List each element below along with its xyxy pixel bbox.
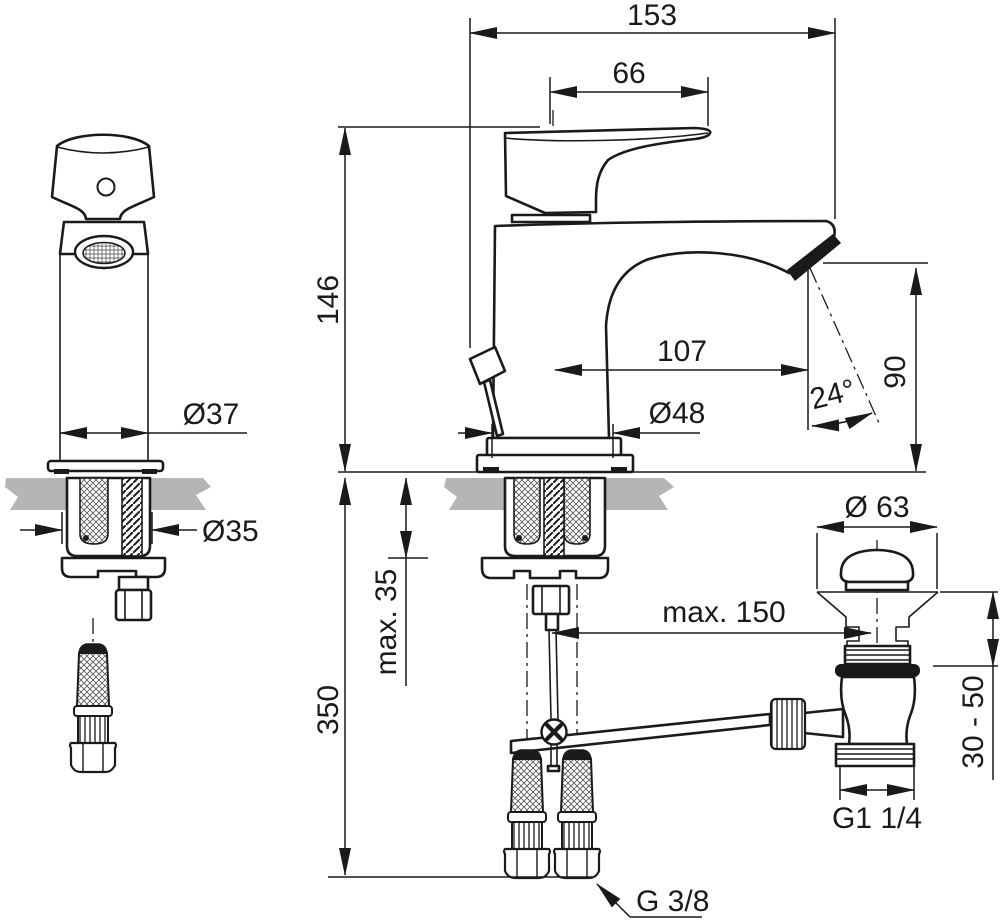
mounting-plate-side (480, 556, 610, 580)
shank-threaded-rod-front (121, 477, 143, 557)
handle-front-rim (56, 146, 150, 154)
ext-66 (549, 77, 709, 126)
dim-label-waste-cap-diameter: Ø 63 (844, 491, 909, 524)
waste-thread-lines (845, 649, 910, 661)
base-flange-upper (485, 436, 623, 458)
ext-153 (469, 18, 836, 348)
pull-rod-tail (550, 744, 558, 766)
dim-label-base-diameter: Ø48 (649, 397, 706, 430)
base-shadow-right (611, 467, 627, 472)
supply-hose-right (552, 748, 602, 880)
angle-arc-24 (811, 412, 873, 432)
hose-dot-right (582, 535, 588, 541)
waste-funnel-right (895, 591, 939, 648)
dim-label-spout-angle: 24° (807, 373, 859, 416)
front-view (46, 133, 167, 774)
dim-label-handle-width: 66 (612, 57, 645, 90)
hex-nut-front (114, 588, 153, 622)
dim-label-supply-thread: G 3/8 (636, 885, 709, 918)
waste-outlet-thread (834, 742, 916, 768)
shank-hose-left (513, 477, 541, 545)
dim-label-overall-width: 153 (627, 0, 677, 32)
pull-rod-lower (548, 629, 559, 720)
base-flange-lower (475, 453, 635, 474)
base-shadow-left (483, 467, 499, 472)
plug-stem (844, 580, 910, 592)
hose-dot-left (516, 535, 522, 541)
hex-nut-facets-front (124, 590, 143, 620)
square-nut-front (117, 575, 150, 592)
drain-assembly (769, 540, 939, 768)
handle-front (50, 133, 156, 221)
dim-label-spout-reach: 107 (657, 335, 707, 368)
aerator-mesh (82, 241, 126, 265)
mounting-nut-facets (541, 586, 561, 614)
shank-hose-front (79, 477, 109, 545)
ext-d63 (816, 533, 938, 589)
dim-label-outlet-height: 90 (879, 355, 912, 388)
pull-rod-upper (482, 378, 505, 438)
spout-outlet-face (787, 234, 841, 281)
cartridge-neck (510, 213, 592, 224)
hose-end-dot (83, 535, 89, 541)
waste-seal-gasket (835, 664, 920, 677)
base-flange-front (46, 459, 165, 473)
dim-label-waste-clamp-range: 30 - 50 (957, 675, 990, 768)
shank-hose-right (563, 477, 591, 545)
dim-label-body-height: 146 (312, 275, 345, 325)
flange-shadow-right (142, 469, 157, 474)
side-view (468, 110, 841, 880)
leader-g38 (596, 883, 702, 918)
dim-label-deck-thickness: max. 35 (370, 569, 403, 676)
handle-base-cut (505, 195, 546, 214)
ext-g114 (839, 766, 915, 800)
pull-rod-knob (468, 345, 507, 386)
supply-hose-front (68, 642, 118, 774)
handle-side (503, 126, 712, 215)
dim-label-rod-reach: max. 150 (662, 596, 785, 629)
waste-body (839, 675, 917, 746)
body-front (59, 254, 149, 461)
knurled-adjuster-knob (769, 697, 807, 751)
handle-dot (96, 177, 116, 197)
popup-plug-cap (839, 548, 915, 584)
mounting-plate-front (60, 556, 167, 579)
supply-hose-left (502, 748, 552, 880)
handle-side-rim (504, 132, 709, 142)
pivot-screw-cross (544, 722, 564, 742)
waste-funnel-left (816, 591, 860, 648)
rod-guide (544, 612, 560, 632)
dim-label-mounting-hole-diameter: Ø35 (202, 515, 259, 548)
flange-shadow-left (54, 469, 69, 474)
ext-3050 (933, 591, 998, 667)
dim-label-front-body-diameter: Ø37 (183, 398, 240, 431)
shank-threaded-rod (543, 477, 565, 557)
waste-outlet-thread-lines (836, 748, 914, 760)
mounting-nut-side (531, 584, 571, 616)
dim-label-hose-length: 350 (312, 685, 345, 735)
knob-neck (802, 707, 845, 739)
dimensions: 153 66 146 350 max. 35 107 Ø48 24° 90 Ø3… (20, 0, 999, 918)
pull-rod-end (546, 764, 561, 773)
dim-label-waste-thread: G1 1/4 (832, 802, 922, 835)
